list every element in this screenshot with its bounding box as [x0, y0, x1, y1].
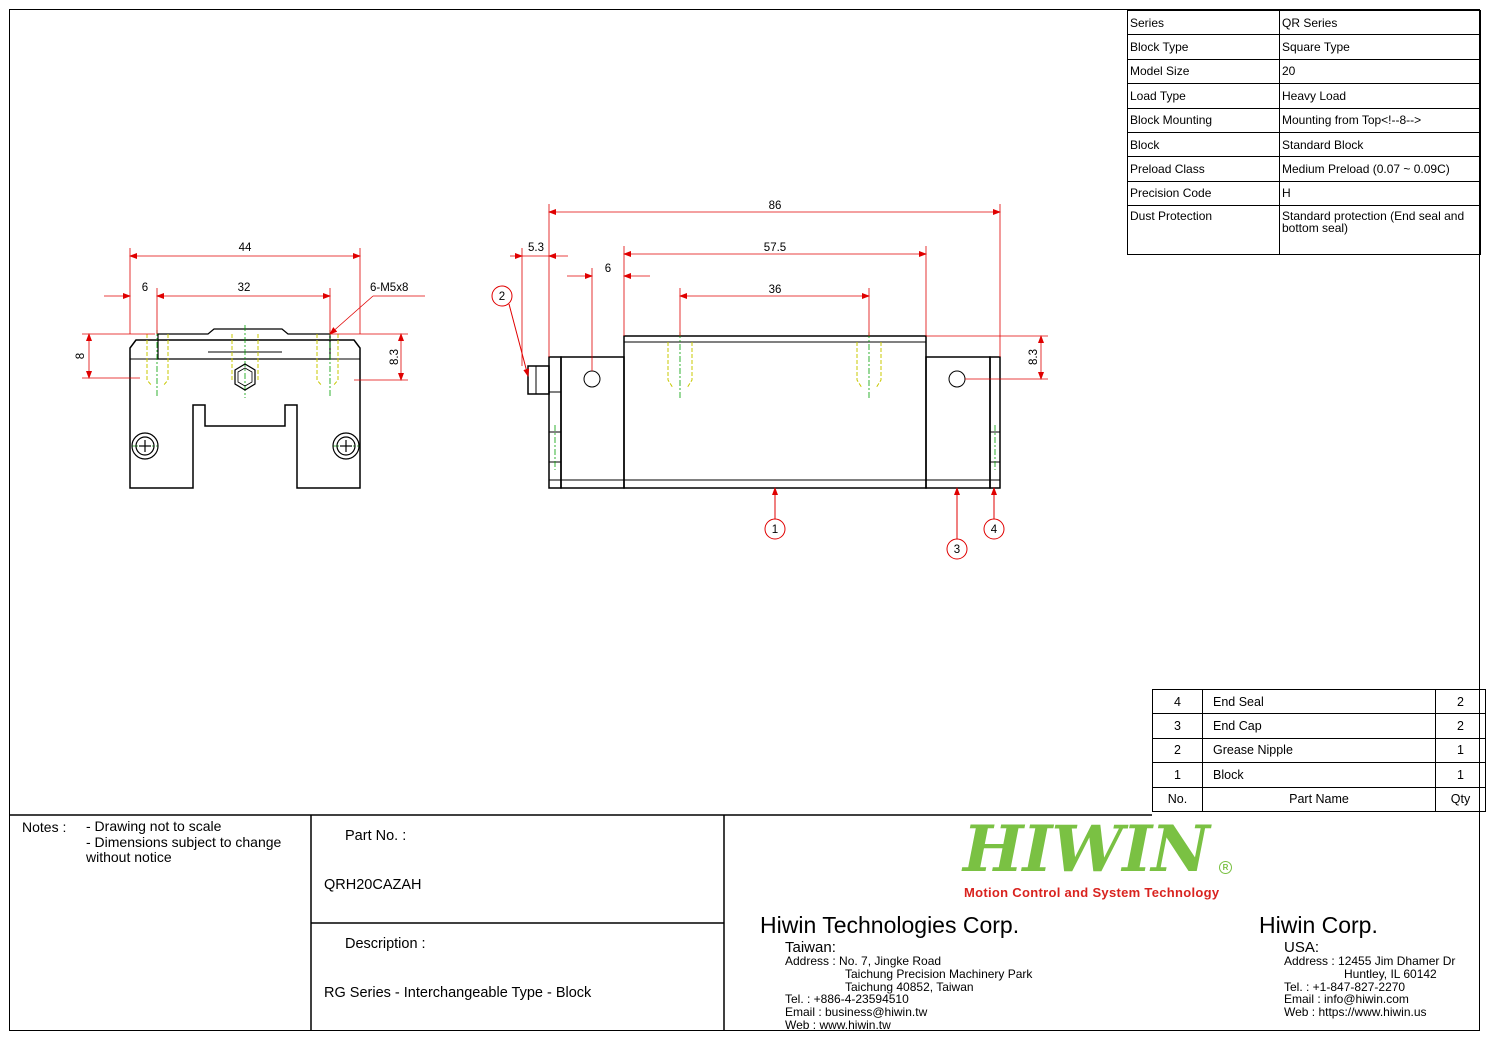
taiwan-address-line: Address : No. 7, Jingke Road — [785, 954, 942, 968]
dim-side-body: 57.5 — [764, 242, 786, 254]
part-no: 3 — [1152, 713, 1203, 739]
parts-header-name: Part Name — [1202, 786, 1436, 812]
dim-thread-callout: 6-M5x8 — [370, 282, 408, 294]
dim-side-hole-pitch: 36 — [769, 284, 782, 296]
company-tagline: Motion Control and System Technology — [964, 885, 1220, 900]
part-name: End Cap — [1202, 713, 1436, 739]
taiwan-region: Taiwan: — [785, 939, 836, 956]
taiwan-address: Address : No. 7, Jingke Road Taichung Pr… — [785, 955, 1032, 1032]
registered-mark-icon: R — [1219, 861, 1232, 874]
usa-address: Address : 12455 Jim Dhamer Dr Huntley, I… — [1284, 955, 1455, 1019]
parts-header-no: No. — [1152, 786, 1203, 812]
spec-key: Precision Code — [1127, 180, 1280, 207]
spec-key: Block Mounting — [1127, 107, 1280, 133]
usa-address-line: Address : 12455 Jim Dhamer Dr — [1284, 954, 1456, 968]
description-value: RG Series - Interchangeable Type - Block — [324, 985, 592, 1001]
part-no-value: QRH20CAZAH — [324, 877, 422, 893]
part-no: 2 — [1152, 737, 1203, 764]
usa-region: USA: — [1284, 939, 1320, 956]
part-name: Block — [1202, 762, 1436, 788]
part-no-label: Part No. : — [345, 828, 407, 844]
usa-company-name: Hiwin Corp. — [1259, 912, 1378, 938]
note-line: without notice — [86, 849, 172, 865]
notes-label: Notes : — [22, 819, 67, 835]
usa-address-line: Huntley, IL 60142 — [1344, 966, 1437, 981]
notes: - Drawing not to scale - Dimensions subj… — [86, 818, 306, 866]
part-qty: 2 — [1435, 713, 1486, 739]
spec-key: Model Size — [1127, 58, 1280, 85]
hiwin-logo: HIWIN — [963, 812, 1210, 887]
spec-key: Block — [1127, 131, 1280, 158]
taiwan-tel: Tel. : +886-4-23594510 — [785, 992, 909, 1007]
dim-front-height-left: 8 — [75, 353, 87, 359]
dim-front-width: 44 — [239, 242, 252, 254]
title-block-lines — [9, 814, 1152, 1031]
parts-header-qty: Qty — [1435, 786, 1486, 812]
taiwan-address-line: Taichung Precision Machinery Park — [845, 966, 1033, 981]
note-line: - Drawing not to scale — [86, 818, 222, 834]
part-qty: 1 — [1435, 737, 1486, 764]
spec-value: QR Series — [1279, 9, 1481, 36]
dim-side-offset: 5.3 — [528, 242, 544, 254]
spec-value: Medium Preload (0.07 ~ 0.09C) — [1279, 156, 1481, 182]
part-name: Grease Nipple — [1202, 737, 1436, 764]
taiwan-company-name: Hiwin Technologies Corp. — [760, 912, 1020, 938]
part-qty: 1 — [1435, 762, 1486, 788]
spec-value: 20 — [1279, 58, 1481, 85]
front-view: 44 6 32 6-M5x8 8 8.3 — [75, 242, 425, 489]
spec-key: Dust Protection — [1127, 205, 1280, 256]
dim-side-length: 86 — [769, 200, 782, 212]
dim-front-edge: 6 — [142, 282, 148, 294]
balloon-4: 4 — [991, 524, 998, 536]
side-view: 86 5.3 57.5 6 36 8.3 1 2 3 4 — [491, 200, 1048, 560]
dim-front-hole-pitch: 32 — [238, 282, 251, 294]
drawing-frame — [9, 9, 1480, 1031]
usa-email: Email : info@hiwin.com — [1284, 992, 1409, 1007]
spec-value: H — [1279, 180, 1481, 207]
dim-front-height-right: 8.3 — [389, 349, 401, 365]
spec-key: Preload Class — [1127, 156, 1280, 182]
description-label: Description : — [345, 936, 426, 952]
dim-side-height: 8.3 — [1028, 349, 1040, 365]
usa-tel: Tel. : +1-847-827-2270 — [1284, 979, 1406, 994]
spec-value: Standard protection (End seal and bottom… — [1279, 205, 1481, 256]
taiwan-email: Email : business@hiwin.tw — [785, 1005, 928, 1020]
part-no: 1 — [1152, 762, 1203, 788]
dim-side-edge: 6 — [605, 263, 611, 275]
usa-web: Web : https://www.hiwin.us — [1284, 1005, 1427, 1020]
balloon-1: 1 — [772, 524, 778, 536]
taiwan-address-line: Taichung 40852, Taiwan — [845, 979, 974, 994]
balloon-2: 2 — [499, 291, 505, 303]
note-line: - Dimensions subject to change — [86, 833, 282, 850]
balloon-3: 3 — [954, 544, 960, 556]
taiwan-web: Web : www.hiwin.tw — [785, 1017, 891, 1032]
spec-value: Heavy Load — [1279, 83, 1481, 109]
part-qty: 2 — [1435, 688, 1486, 715]
part-name: End Seal — [1202, 688, 1436, 715]
part-no: 4 — [1152, 688, 1203, 715]
